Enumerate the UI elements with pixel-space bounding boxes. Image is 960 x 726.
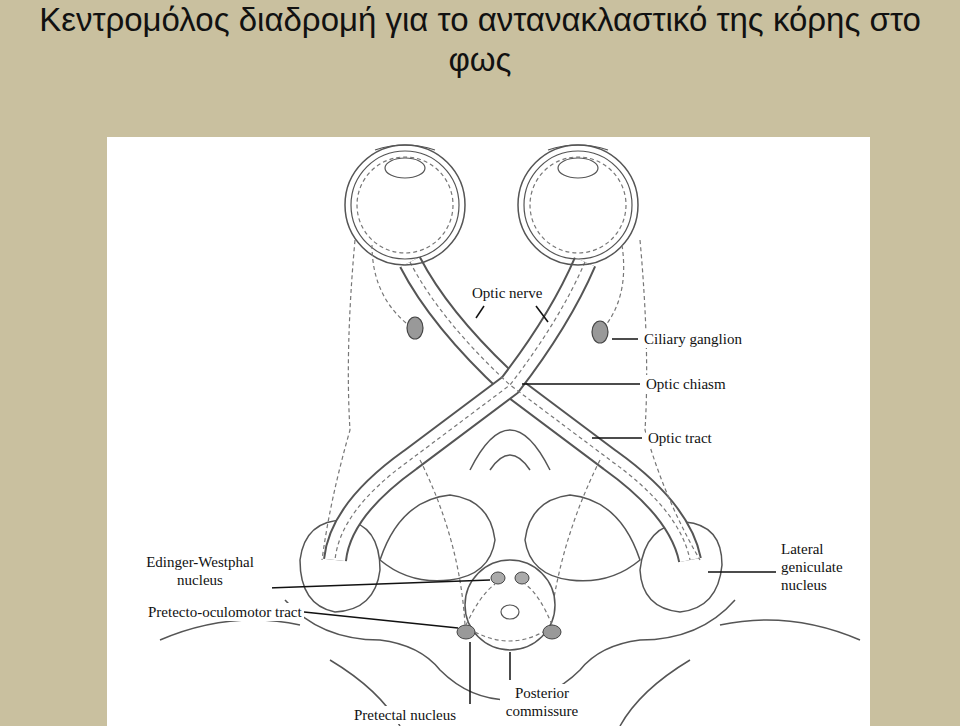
midbrain bbox=[457, 560, 561, 650]
label-pretectal-nucleus: Pretectal nucleus bbox=[352, 706, 458, 724]
label-optic-nerve: Optic nerve bbox=[470, 284, 544, 302]
label-optic-tract: Optic tract bbox=[646, 429, 714, 447]
ciliary-ganglia bbox=[372, 245, 624, 343]
leader-lines bbox=[268, 306, 776, 704]
label-lgn: Lateral geniculate nucleus bbox=[779, 540, 867, 594]
label-pretecto-tract: Pretecto-oculomotor tract bbox=[146, 603, 304, 621]
label-ew-nucleus: Edinger-Westphal nucleus bbox=[128, 553, 272, 589]
figure-ground bbox=[107, 137, 870, 726]
eyeballs bbox=[345, 145, 638, 265]
slide-title: Κεντρομόλος διαδρομή για το αντανακλαστι… bbox=[10, 0, 950, 80]
label-ciliary-ganglion: Ciliary ganglion bbox=[642, 330, 744, 348]
label-optic-chiasm: Optic chiasm bbox=[644, 375, 728, 393]
label-posterior-commissure: Posterior commissure bbox=[500, 684, 584, 720]
